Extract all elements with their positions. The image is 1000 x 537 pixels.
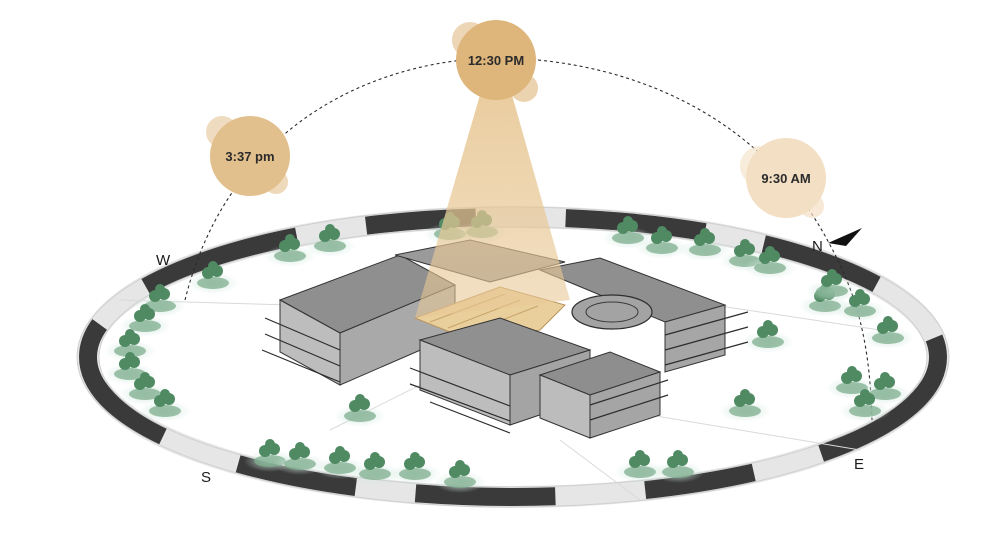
- tree: [719, 389, 771, 422]
- compass-west-label: W: [156, 252, 171, 269]
- tree: [806, 269, 858, 302]
- tree: [314, 446, 366, 479]
- tree: [834, 289, 886, 322]
- tree: [614, 450, 666, 483]
- sun-noon: 12:30 PM: [452, 20, 538, 102]
- sunlight-beam: [415, 95, 570, 318]
- sun-afternoon: 3:37 pm: [206, 116, 290, 196]
- tree: [652, 450, 704, 483]
- tree: [187, 261, 239, 294]
- north-arrow-icon: [828, 228, 862, 246]
- tree: [264, 234, 316, 267]
- tree: [862, 316, 914, 349]
- tree: [274, 442, 326, 475]
- sun-noon-time: 12:30 PM: [468, 53, 524, 68]
- tree: [679, 228, 731, 261]
- tree: [389, 452, 441, 485]
- tree: [434, 460, 486, 493]
- compass-south-label: S: [201, 469, 211, 486]
- sun-path-arc: [184, 57, 873, 421]
- tree: [139, 389, 191, 422]
- tree: [304, 224, 356, 257]
- compass-north-label: N: [812, 238, 823, 255]
- trees: [104, 210, 914, 493]
- sun-morning: 9:30 AM: [740, 138, 826, 218]
- sun-afternoon-time: 3:37 pm: [225, 149, 274, 164]
- tree: [334, 394, 386, 427]
- tree: [636, 226, 688, 259]
- tree: [839, 389, 891, 422]
- tree: [742, 320, 794, 353]
- tree: [104, 329, 156, 362]
- compass-east-label: E: [854, 456, 864, 473]
- sun-morning-time: 9:30 AM: [761, 171, 810, 186]
- tree: [744, 246, 796, 279]
- tree: [349, 452, 401, 485]
